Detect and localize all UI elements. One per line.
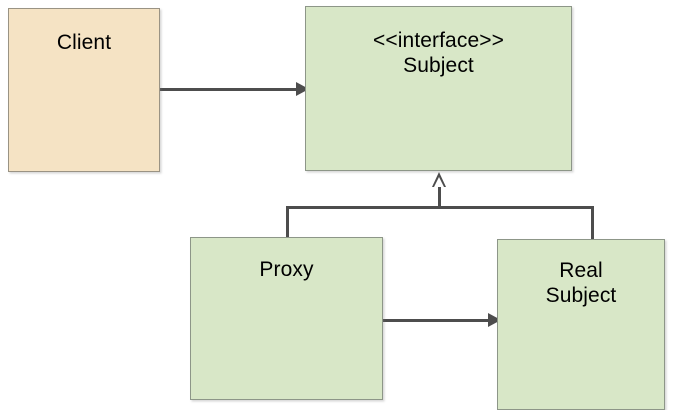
generalization-stem-line	[438, 186, 441, 208]
generalization-hollow-triangle-icon	[432, 172, 446, 187]
generalization-drop-to-proxy	[286, 206, 289, 239]
node-real-subject[interactable]: Real Subject	[497, 239, 665, 410]
node-subject-interface[interactable]: <<interface>> Subject	[305, 6, 572, 171]
node-client-label: Client	[56, 31, 112, 54]
generalization-horizontal-bar	[286, 206, 594, 209]
node-proxy[interactable]: Proxy	[190, 237, 383, 400]
edge-proxy-to-real-subject-line	[383, 319, 490, 322]
node-proxy-label: Proxy	[259, 258, 314, 281]
node-client[interactable]: Client	[8, 8, 160, 172]
edge-client-to-subject-line	[160, 88, 298, 91]
node-subject-label: <<interface>> Subject	[373, 29, 504, 77]
generalization-drop-to-real-subject	[591, 206, 594, 241]
node-real-subject-label: Real Subject	[545, 259, 617, 307]
